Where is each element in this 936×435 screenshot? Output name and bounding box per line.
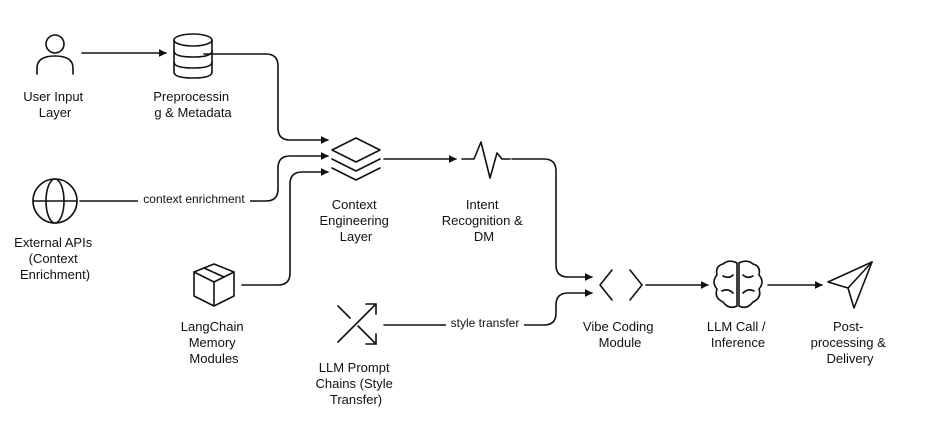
- node-label: Intent Recognition & DM: [442, 197, 527, 244]
- node-preprocessing: Preprocessin g & Metadata: [153, 33, 233, 120]
- node-context-engineering: Context Engineering Layer: [319, 137, 392, 244]
- node-post-processing: Post- processing & Delivery: [811, 261, 890, 366]
- node-label: LLM Call / Inference: [707, 319, 769, 350]
- node-label: Post- processing & Delivery: [811, 319, 890, 366]
- node-user-input: User Input Layer: [23, 34, 87, 120]
- edge-langchain-to-context: [241, 168, 329, 286]
- connectors: [79, 49, 823, 326]
- node-langchain: LangChain Memory Modules: [181, 263, 248, 366]
- send-icon: [827, 261, 873, 309]
- node-label: Context Engineering Layer: [319, 197, 392, 244]
- database-icon: [173, 33, 213, 79]
- node-label: External APIs (Context Enrichment): [14, 235, 96, 282]
- layers-icon: [331, 137, 381, 181]
- waveform-icon: [461, 141, 511, 179]
- node-vibe-coding: Vibe Coding Module: [583, 269, 657, 350]
- shuffle-icon: [337, 303, 377, 345]
- node-label: Preprocessin g & Metadata: [153, 89, 233, 120]
- node-intent: Intent Recognition & DM: [442, 141, 527, 244]
- edge-label-style-transfer: style transfer: [446, 316, 524, 331]
- edge-prompt-to-vibe: [383, 289, 593, 326]
- brain-icon: [713, 260, 763, 309]
- node-label: LangChain Memory Modules: [181, 319, 248, 366]
- node-external-apis: External APIs (Context Enrichment): [14, 178, 96, 282]
- node-prompt-chains: LLM Prompt Chains (Style Transfer): [316, 303, 397, 407]
- box-icon: [193, 263, 235, 307]
- user-icon: [36, 34, 74, 75]
- edge-external-to-context: [79, 152, 329, 202]
- code-brackets-icon: [599, 269, 643, 301]
- edge-intent-to-vibe: [511, 158, 593, 281]
- edge-label-text: style transfer: [451, 316, 520, 330]
- edge-label-context-enrichment: context enrichment: [138, 192, 250, 207]
- node-label: User Input Layer: [23, 89, 87, 120]
- node-label: LLM Prompt Chains (Style Transfer): [316, 360, 397, 407]
- edge-label-text: context enrichment: [143, 192, 245, 206]
- globe-icon: [32, 178, 78, 224]
- edge-preprocessing-to-context: [203, 53, 329, 144]
- node-label: Vibe Coding Module: [583, 319, 657, 350]
- node-llm-call: LLM Call / Inference: [707, 260, 769, 350]
